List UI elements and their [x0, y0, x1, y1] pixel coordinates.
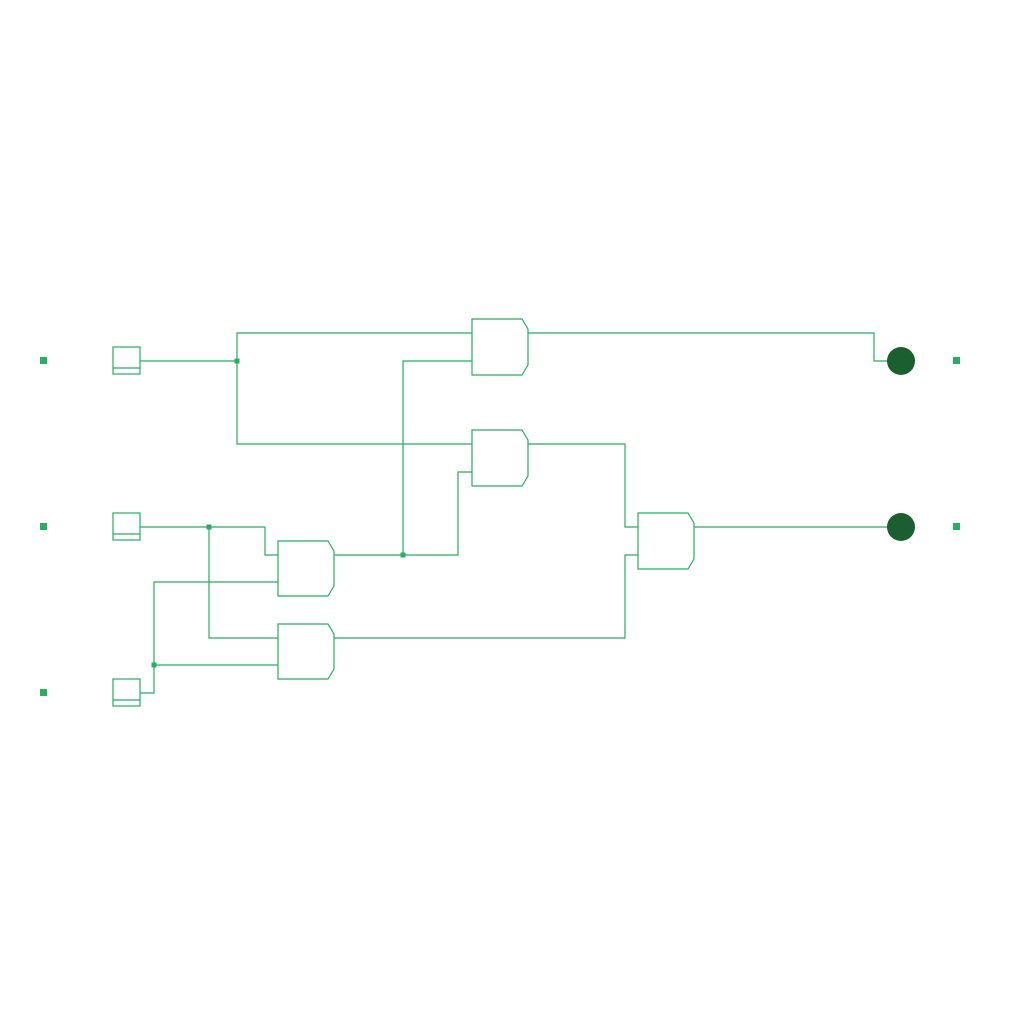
input-switch-a[interactable]	[112, 346, 141, 375]
output-led-1	[887, 347, 915, 375]
gate-1[interactable]	[471, 318, 529, 376]
wire-gate3-to-gate1	[402, 360, 472, 555]
output-leds	[887, 347, 915, 541]
wire-gate1-to-out1	[528, 332, 888, 362]
gate-3[interactable]	[277, 540, 335, 597]
wire-c-to-gate3	[153, 581, 278, 665]
gate-2[interactable]	[471, 429, 529, 487]
terminals	[40, 357, 960, 696]
wires	[140, 332, 888, 694]
wire-b-to-gate4	[208, 527, 278, 639]
junction-c	[151, 662, 157, 668]
gates	[277, 318, 695, 680]
gate-5[interactable]	[637, 512, 695, 570]
wire-b-to-gate3	[209, 526, 278, 556]
terminal-left-1	[40, 357, 47, 364]
junction-b	[206, 524, 212, 530]
wire-a-to-gate1	[236, 332, 472, 361]
terminal-left-3	[40, 689, 47, 696]
terminal-left-2	[40, 523, 47, 530]
input-switch-b[interactable]	[112, 512, 141, 541]
wire-gate2-to-gate5	[528, 443, 638, 528]
junctions	[151, 358, 406, 668]
terminal-right-1	[953, 357, 960, 364]
wire-gate3-to-gate2	[403, 471, 472, 556]
input-switch-c[interactable]	[112, 678, 141, 707]
junction-a	[234, 358, 240, 364]
output-led-2	[887, 513, 915, 541]
input-switches	[112, 346, 141, 707]
gate-4[interactable]	[277, 623, 335, 680]
junction-gate3-out	[400, 552, 406, 558]
terminal-right-2	[953, 523, 960, 530]
wire-c-to-junction	[140, 665, 155, 694]
wire-a-to-gate2	[236, 361, 472, 445]
wire-gate4-to-gate5	[334, 554, 638, 639]
